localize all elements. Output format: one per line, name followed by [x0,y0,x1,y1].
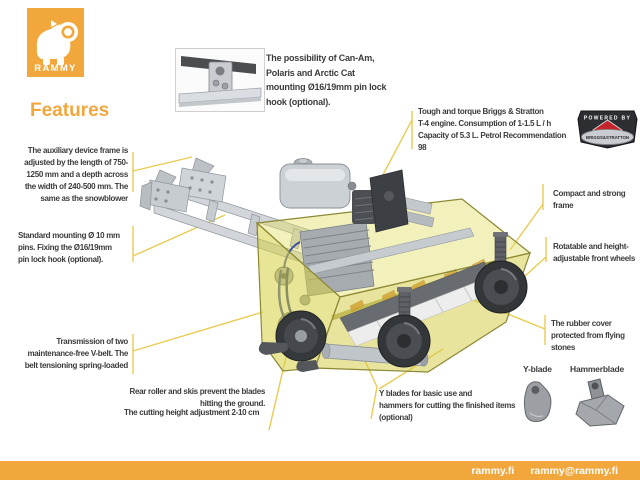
hammer-blade-label: Hammerblade [570,364,625,374]
footer-email-link[interactable]: rammy@rammy.fi [530,464,618,477]
y-blade-label: Y-blade [523,364,552,374]
leader-line [377,111,413,185]
callout-frame: Compact and strong frame [553,189,626,210]
wheel-stem [493,232,508,265]
callout-rubber-cover: The rubber cover protected from flying s… [551,319,625,352]
leader-line [132,214,226,262]
rear-wheel [275,310,327,362]
y-blade-photo [523,381,552,422]
callout-blades: Y blades for basic use and hammers for c… [379,389,516,422]
callout-hook-mount: The possibility of Can-Am, Polaris and A… [266,53,387,107]
wheel-stem [397,287,412,320]
leader-line [509,184,544,251]
footer-website-link[interactable]: rammy.fi [471,464,515,477]
hammer-blade-photo [575,378,625,427]
callout-transmission: Transmission of two maintenance-free V-b… [24,337,129,370]
callout-aux-frame: The auxiliary device frame is adjusted b… [24,146,128,203]
blade-photos [523,378,625,427]
badge-powered-by-text: POWERED BY [584,116,631,122]
hook-mount-drawing [178,56,262,107]
badge-brand-text: BRIGGS&STRATTON [586,135,629,140]
front-wheels [377,232,528,368]
skis [258,342,319,372]
page-title: Features [30,100,110,121]
leader-line [132,311,264,374]
callout-front-wheels: Rotatable and height- adjustable front w… [553,242,636,263]
ram-icon [36,20,78,65]
rammy-logo: RAMMY [27,8,84,77]
briggs-stratton-badge: POWERED BY BRIGGS&STRATTON [577,110,638,149]
callout-engine: Tough and torque Briggs & Stratton T-4 e… [418,107,567,152]
hook-mount-photo [175,48,265,112]
logo-wordmark: RAMMY [34,63,77,74]
footer-bar: rammy.fi rammy@rammy.fi [0,461,640,480]
callout-rear-roller: Rear roller and skis prevent the blades … [129,387,266,408]
callout-mounting: Standard mounting Ø 10 mm pins. Fixing t… [18,231,120,264]
leader-line [132,152,193,192]
callout-cutting-height: The cutting height adjustment 2-10 cm [124,408,260,417]
